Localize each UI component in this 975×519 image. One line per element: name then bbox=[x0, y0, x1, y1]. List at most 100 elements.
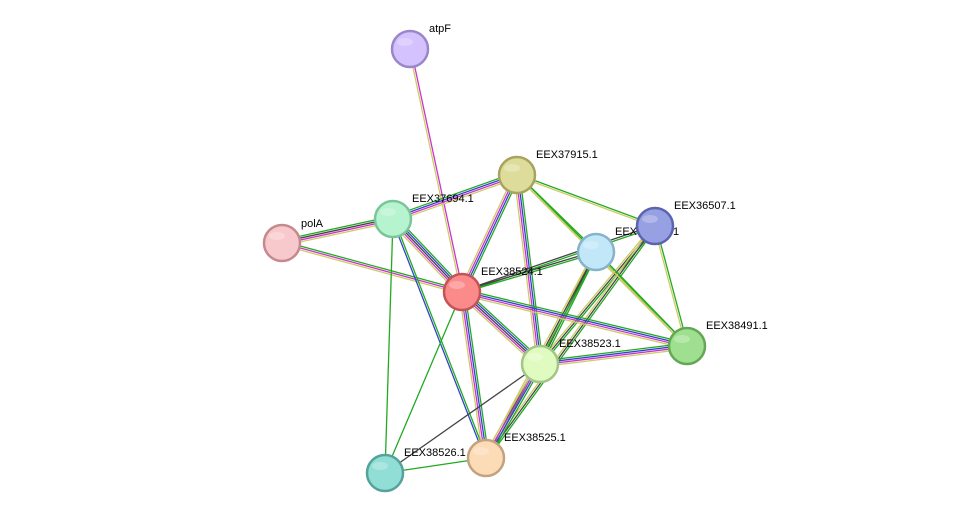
edge-EEX38524.1-EEX38525.1[interactable] bbox=[458, 290, 490, 460]
node-highlight bbox=[372, 462, 388, 470]
nodes-layer bbox=[262, 29, 707, 493]
edge-evidence-line bbox=[458, 291, 484, 460]
edge-EEX37694.1-EEX38525.1[interactable] bbox=[391, 218, 488, 459]
node-circle[interactable] bbox=[390, 29, 430, 69]
edge-EEX38524.1-EEX38526.1[interactable] bbox=[384, 291, 463, 474]
node-EEX38524.1[interactable] bbox=[442, 272, 482, 312]
edges-layer bbox=[280, 48, 689, 474]
edge-evidence-line bbox=[393, 177, 519, 223]
edge-EEX37694.1-EEX37915.1[interactable] bbox=[391, 171, 519, 223]
edge-evidence-line bbox=[460, 294, 687, 350]
edge-evidence-line bbox=[516, 173, 656, 226]
edge-evidence-line bbox=[384, 291, 463, 474]
node-label: EEX38524.1 bbox=[481, 266, 543, 278]
edge-evidence-line bbox=[537, 224, 655, 364]
node-EEX37915.1[interactable] bbox=[497, 155, 537, 195]
node-EEX37694.1[interactable] bbox=[373, 199, 413, 239]
node-EEX_hidden[interactable] bbox=[576, 232, 616, 272]
edge-evidence-line bbox=[281, 242, 463, 293]
node-highlight bbox=[674, 335, 690, 343]
edge-EEX38524.1-EEX38491.1[interactable] bbox=[460, 288, 689, 350]
node-highlight bbox=[583, 241, 599, 249]
edge-EEX38523.1-EEX38491.1[interactable] bbox=[539, 342, 688, 368]
edge-evidence-line bbox=[460, 291, 486, 459]
node-label: EEX36507.1 bbox=[674, 200, 736, 212]
node-circle[interactable] bbox=[576, 232, 616, 272]
node-circle[interactable] bbox=[466, 438, 506, 478]
edge-evidence-line bbox=[461, 250, 597, 292]
edge-evidence-line bbox=[594, 252, 687, 348]
edge-EEX38523.1-EEX38526.1[interactable] bbox=[384, 363, 541, 474]
node-highlight bbox=[504, 164, 520, 172]
node-EEX36507.1[interactable] bbox=[635, 206, 675, 246]
node-highlight bbox=[642, 215, 658, 223]
node-atpF[interactable] bbox=[390, 29, 430, 69]
edge-evidence-line bbox=[486, 226, 658, 460]
edge-evidence-line bbox=[384, 218, 394, 474]
node-label: EEX bbox=[615, 226, 638, 238]
edge-evidence-line bbox=[539, 346, 688, 366]
node-label: EEX38526.1 bbox=[404, 447, 466, 459]
node-label: EEX37694.1 bbox=[412, 193, 474, 205]
node-label: atpF bbox=[429, 23, 451, 35]
edge-evidence-line bbox=[280, 244, 463, 295]
edge-evidence-line bbox=[410, 48, 464, 293]
edge-evidence-line bbox=[539, 348, 688, 368]
node-circle[interactable] bbox=[635, 206, 675, 246]
node-label-tail: 1 bbox=[673, 226, 679, 238]
edge-EEX36507.1-EEX38491.1[interactable] bbox=[653, 225, 689, 347]
edge-polA-EEX38524.1[interactable] bbox=[280, 240, 464, 295]
edge-EEX37694.1-EEX38526.1[interactable] bbox=[384, 218, 394, 474]
edge-evidence-line bbox=[460, 173, 517, 293]
edge-evidence-line bbox=[485, 225, 656, 459]
edge-evidence-line bbox=[462, 291, 488, 459]
edge-evidence-line bbox=[463, 175, 521, 294]
edge-evidence-line bbox=[516, 175, 656, 228]
edge-evidence-line bbox=[391, 171, 517, 217]
edge-evidence-line bbox=[515, 174, 540, 365]
node-label: EEX38523.1 bbox=[559, 338, 621, 350]
node-circle[interactable] bbox=[520, 344, 560, 384]
node-highlight bbox=[527, 353, 543, 361]
edge-evidence-line bbox=[458, 173, 516, 292]
node-circle[interactable] bbox=[497, 155, 537, 195]
edge-EEX37915.1-EEX36507.1[interactable] bbox=[516, 173, 656, 228]
node-label: polA bbox=[301, 218, 324, 230]
edge-evidence-line bbox=[461, 224, 656, 292]
edge-evidence-line bbox=[539, 342, 688, 362]
edge-evidence-line bbox=[408, 48, 462, 293]
node-label: EEX38491.1 bbox=[706, 320, 768, 332]
edge-EEX_hidden-EEX38491.1[interactable] bbox=[594, 250, 689, 348]
node-circle[interactable] bbox=[365, 453, 405, 493]
edge-evidence-line bbox=[596, 250, 689, 346]
edge-evidence-line bbox=[392, 175, 518, 221]
node-highlight bbox=[380, 208, 396, 216]
edge-evidence-line bbox=[281, 240, 464, 291]
edge-evidence-line bbox=[391, 218, 486, 459]
node-highlight bbox=[473, 447, 489, 455]
node-EEX38491.1[interactable] bbox=[667, 326, 707, 366]
node-circle[interactable] bbox=[667, 326, 707, 366]
node-highlight bbox=[397, 38, 413, 46]
edge-evidence-line bbox=[655, 225, 689, 347]
edge-atpF-EEX38524.1[interactable] bbox=[408, 48, 464, 293]
edge-EEX_hidden-EEX38524.1[interactable] bbox=[461, 250, 597, 294]
node-circle[interactable] bbox=[373, 199, 413, 239]
edge-evidence-line bbox=[462, 288, 689, 344]
node-highlight bbox=[449, 281, 465, 289]
node-EEX38526.1[interactable] bbox=[365, 453, 405, 493]
edge-evidence-line bbox=[461, 292, 688, 348]
node-polA[interactable] bbox=[262, 223, 302, 263]
edge-evidence-line bbox=[393, 218, 488, 459]
node-EEX38523.1[interactable] bbox=[520, 344, 560, 384]
edge-evidence-line bbox=[462, 174, 519, 294]
node-circle[interactable] bbox=[442, 272, 482, 312]
node-label: EEX37915.1 bbox=[536, 149, 598, 161]
node-highlight bbox=[269, 232, 285, 240]
edge-EEX37915.1-EEX38524.1[interactable] bbox=[458, 173, 521, 294]
node-EEX38525.1[interactable] bbox=[466, 438, 506, 478]
node-circle[interactable] bbox=[262, 223, 302, 263]
edge-evidence-line bbox=[461, 252, 597, 294]
